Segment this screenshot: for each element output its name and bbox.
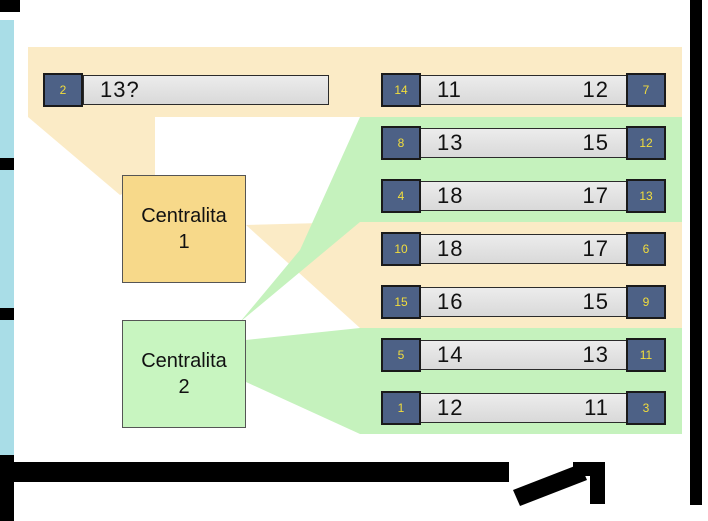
zone2-funnel-lower <box>246 328 360 434</box>
port-row-7-left[interactable]: 1 <box>381 391 421 425</box>
wall-divider-1 <box>0 158 14 170</box>
desk-row-5-right-number: 15 <box>582 289 609 314</box>
desk-row-3-right-number: 17 <box>582 183 609 208</box>
zone1-funnel-middle <box>246 222 360 328</box>
desk-row-7-right-number: 11 <box>584 395 609 420</box>
port-row-0-left[interactable]: 2 <box>43 73 83 107</box>
port-row-6-left[interactable]: 5 <box>381 338 421 372</box>
port-row-2-left[interactable]: 8 <box>381 126 421 160</box>
desk-row-0-left-number: 13? <box>100 77 140 102</box>
desk-row-5: 16 15 <box>420 287 630 317</box>
window-left-1 <box>0 20 14 158</box>
port-row-2-right[interactable]: 12 <box>626 126 666 160</box>
desk-row-5-left-number: 16 <box>437 289 464 314</box>
port-row-4-right[interactable]: 6 <box>626 232 666 266</box>
desk-row-4: 18 17 <box>420 234 630 264</box>
desk-row-7-left-number: 12 <box>437 395 464 420</box>
port-row-3-left[interactable]: 4 <box>381 179 421 213</box>
wall-bottom-left <box>0 455 14 521</box>
desk-row-6-left-number: 14 <box>437 342 464 367</box>
window-left-3 <box>0 320 14 455</box>
zone2-funnel-upper <box>240 117 360 322</box>
desk-row-7: 12 11 <box>420 393 630 423</box>
window-left-2 <box>0 170 14 308</box>
wall-divider-2 <box>0 308 14 320</box>
desk-row-1: 11 12 <box>420 75 630 105</box>
switch-centralita-2: Centralita 2 <box>122 320 246 428</box>
switch-1-label: Centralita <box>141 205 227 227</box>
switch-2-label: Centralita <box>141 350 227 372</box>
door-leaf <box>513 464 587 506</box>
desk-row-2-right-number: 15 <box>582 130 609 155</box>
desk-row-4-right-number: 17 <box>582 236 609 261</box>
switch-2-number: 2 <box>178 376 190 398</box>
port-row-7-right[interactable]: 3 <box>626 391 666 425</box>
port-row-5-left[interactable]: 15 <box>381 285 421 319</box>
port-row-4-left[interactable]: 10 <box>381 232 421 266</box>
wall-right <box>690 0 702 505</box>
desk-row-6-right-number: 13 <box>582 342 609 367</box>
wall-top-left <box>0 0 20 12</box>
port-row-3-right[interactable]: 13 <box>626 179 666 213</box>
desk-row-3: 18 17 <box>420 181 630 211</box>
switch-centralita-1: Centralita 1 <box>122 175 246 283</box>
port-row-5-right[interactable]: 9 <box>626 285 666 319</box>
port-row-6-right[interactable]: 11 <box>626 338 666 372</box>
desk-row-0: 13? <box>83 75 329 105</box>
desk-row-3-left-number: 18 <box>437 183 464 208</box>
desk-row-2: 13 15 <box>420 128 630 158</box>
wall-bottom <box>14 462 509 482</box>
desk-row-1-left-number: 11 <box>437 77 462 102</box>
desk-row-4-left-number: 18 <box>437 236 464 261</box>
wall-door-jamb <box>590 462 605 504</box>
port-row-1-right[interactable]: 7 <box>626 73 666 107</box>
desk-row-1-right-number: 12 <box>582 77 609 102</box>
desk-row-2-left-number: 13 <box>437 130 464 155</box>
switch-1-number: 1 <box>178 231 190 253</box>
desk-row-6: 14 13 <box>420 340 630 370</box>
port-row-1-left[interactable]: 14 <box>381 73 421 107</box>
